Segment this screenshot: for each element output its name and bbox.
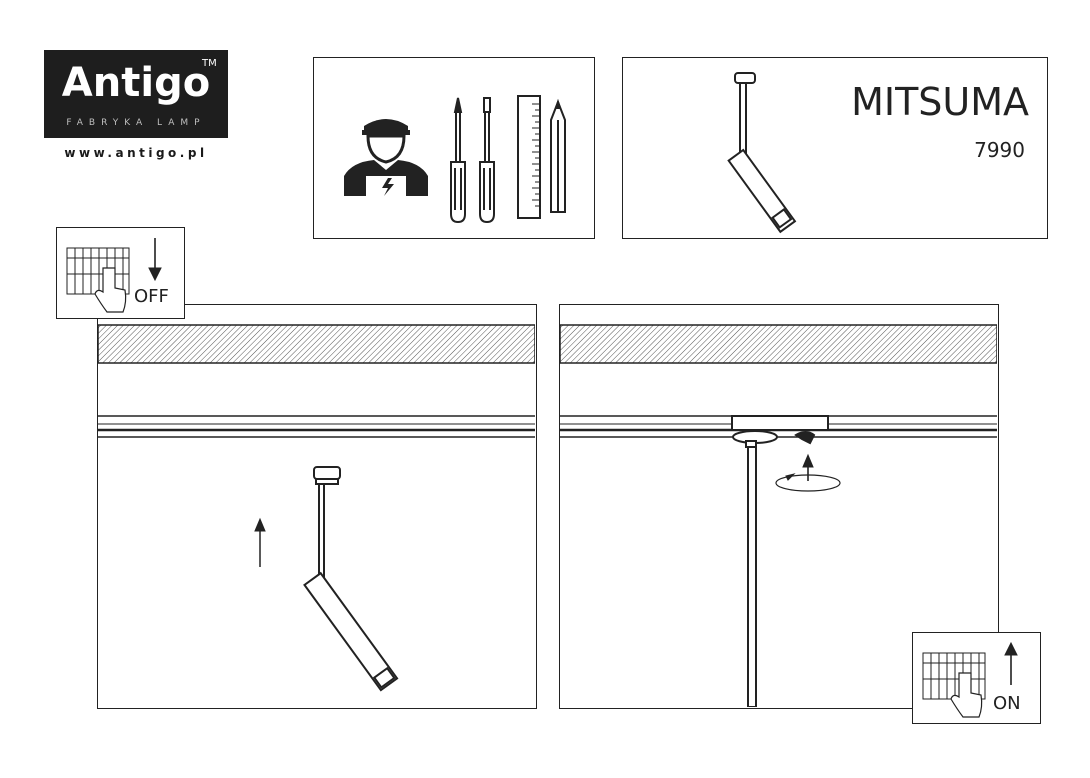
ceiling: [559, 324, 998, 364]
pencil-icon: [550, 98, 566, 213]
hand-icon: [94, 267, 127, 313]
ruler-icon: [517, 95, 541, 219]
brand-tagline: FABRYKA LAMP: [66, 118, 206, 128]
switch-on-panel: ON: [912, 632, 1041, 724]
product-code: 7990: [974, 138, 1025, 162]
spotlight-fixture: [303, 466, 399, 692]
brand-logo: Antigo TM FABRYKA LAMP: [44, 50, 228, 138]
product-panel: MITSUMA 7990: [622, 57, 1048, 239]
arrow-up-icon: [254, 517, 266, 567]
spotlight-icon: [727, 72, 797, 234]
track-rail: [98, 415, 535, 438]
phillips-screwdriver-icon: [479, 97, 495, 224]
step-1-illustration: [97, 324, 536, 692]
switch-off-label: OFF: [134, 286, 169, 307]
brand-name: Antigo: [61, 60, 211, 106]
flat-screwdriver-icon: [450, 97, 466, 224]
trademark-mark: TM: [202, 58, 217, 69]
track-adapter: [731, 415, 829, 708]
product-name: MITSUMA: [851, 80, 1029, 124]
breaker-panel-icon: [922, 641, 1018, 718]
tools-illustration: [344, 95, 566, 224]
hand-icon: [950, 672, 983, 718]
tools-panel: [313, 57, 595, 239]
arrow-up-icon: [1004, 641, 1018, 685]
electrician-icon: [344, 119, 428, 196]
brand-url: www.antigo.pl: [64, 146, 208, 160]
step-1-panel: [97, 304, 537, 709]
rotate-icon: [775, 453, 841, 492]
arrow-down-icon: [148, 238, 162, 282]
switch-off-panel: OFF: [56, 227, 185, 319]
breaker-panel-icon: [66, 238, 162, 313]
step-2-illustration: [559, 324, 998, 708]
ceiling: [97, 324, 536, 364]
switch-on-label: ON: [993, 693, 1021, 714]
